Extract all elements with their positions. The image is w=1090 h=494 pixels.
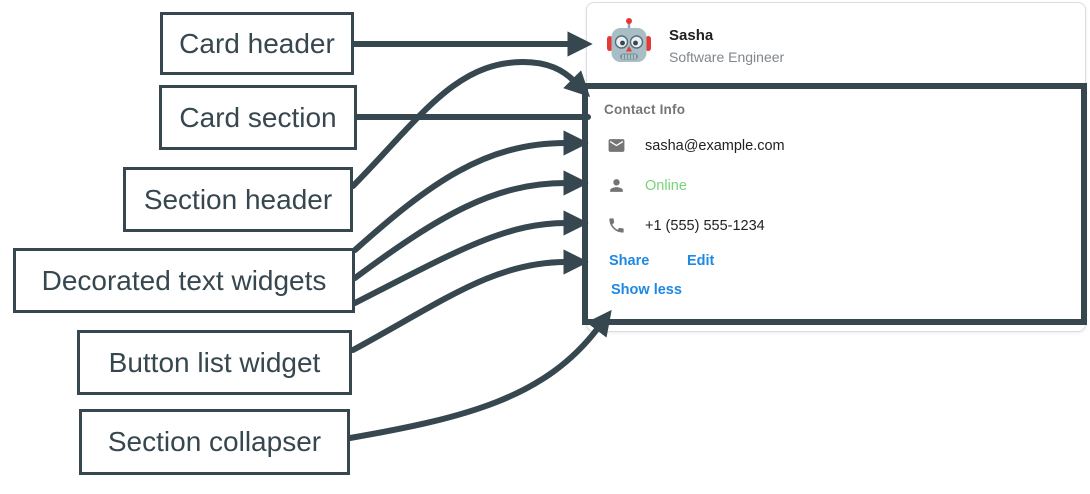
label-section-header: Section header (123, 167, 353, 232)
person-icon (607, 176, 626, 195)
section-collapser-button[interactable]: Show less (611, 282, 682, 298)
phone-text: +1 (555) 555-1234 (645, 217, 765, 234)
label-card-header-text: Card header (179, 27, 335, 59)
label-decorated-text-widgets: Decorated text widgets (13, 248, 355, 313)
robot-avatar-icon (607, 16, 651, 71)
label-section-collapser: Section collapser (79, 409, 350, 475)
label-decorated-text-widgets-text: Decorated text widgets (41, 264, 327, 296)
edit-button[interactable]: Edit (687, 253, 715, 269)
label-button-list-widget-text: Button list widget (108, 346, 321, 378)
decorated-text-phone: +1 (555) 555-1234 (607, 216, 765, 235)
status-text: Online (645, 177, 687, 194)
phone-icon (607, 216, 626, 235)
arrow-section-collapser (347, 309, 612, 441)
decorated-text-status: Online (607, 176, 687, 195)
label-section-header-text: Section header (143, 183, 333, 215)
email-text: sasha@example.com (645, 137, 785, 154)
arrow-decorated-text-status (352, 170, 589, 281)
decorated-text-email: sasha@example.com (607, 136, 785, 155)
arrow-section-header (350, 58, 591, 189)
email-icon (607, 136, 626, 155)
card-header-subtitle: Software Engineer (669, 49, 785, 65)
label-card-section-text: Card section (179, 101, 337, 133)
label-button-list-widget: Button list widget (77, 330, 352, 395)
arrow-button-list (350, 249, 589, 353)
label-section-collapser-text: Section collapser (107, 426, 322, 457)
arrow-decorated-text-email (352, 130, 589, 253)
card-header-name: Sasha (669, 27, 714, 44)
arrow-decorated-text-phone (352, 210, 589, 306)
section-header-title: Contact Info (604, 102, 686, 117)
label-card-section: Card section (159, 85, 357, 150)
share-button[interactable]: Share (609, 253, 650, 269)
profile-card: Sasha Software Engineer Contact Info sas… (586, 2, 1086, 332)
label-card-header: Card header (160, 12, 354, 75)
